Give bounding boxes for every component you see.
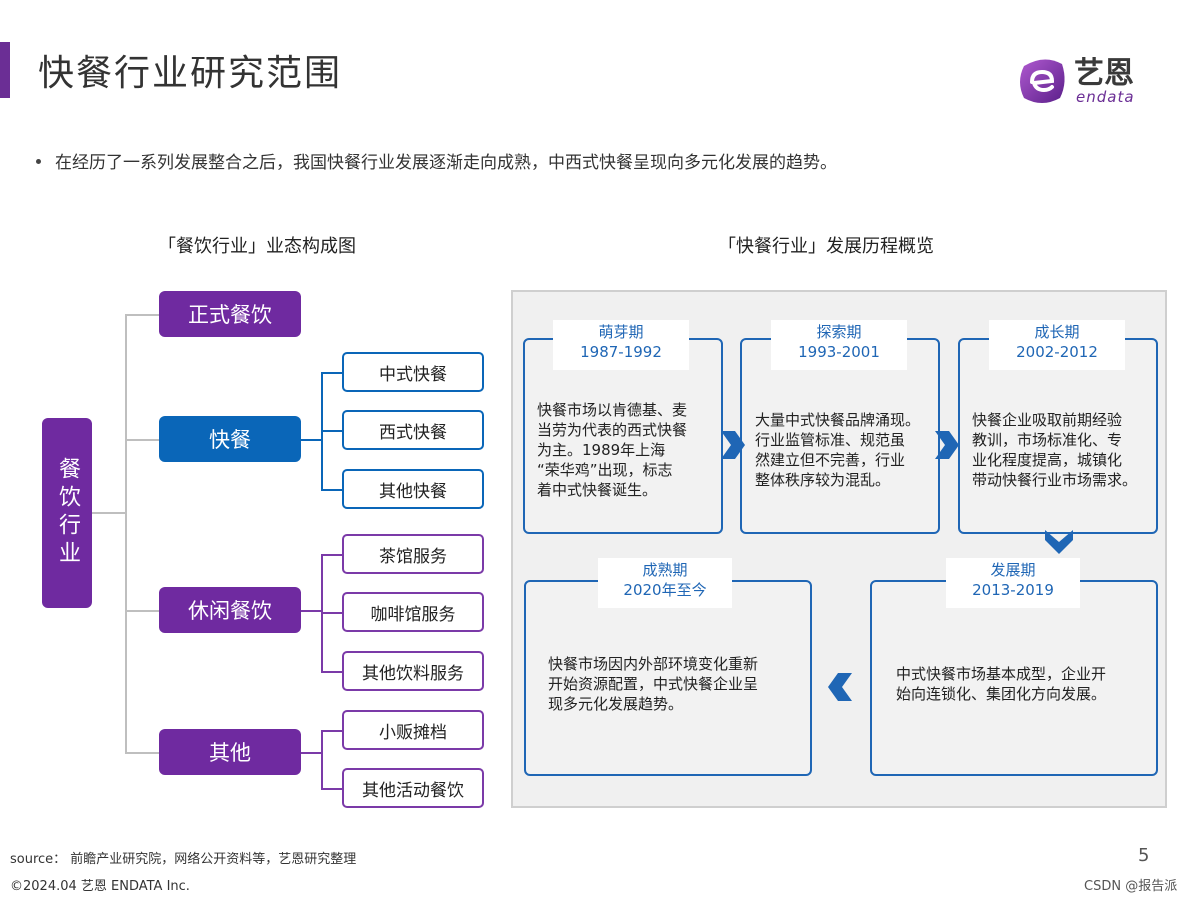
stage-line: 当劳为代表的西式快餐 (537, 421, 688, 439)
chevron-right-icon (721, 431, 745, 459)
stage-line: 快餐市场因内外部环境变化重新 (548, 655, 759, 673)
stage-years: 2013-2019 (972, 581, 1054, 599)
sub-line-3a (321, 554, 342, 556)
stage-box-growth (958, 338, 1158, 534)
stage-line: 为主。1989年上海 (537, 441, 666, 459)
page-title: 快餐行业研究范围 (38, 53, 343, 94)
sub-connector-4 (301, 752, 322, 754)
branch-line-3 (125, 610, 159, 612)
sub-line-2c (321, 489, 342, 491)
page-number: 5 (1138, 845, 1150, 866)
stage-text-growth: 快餐企业吸取前期经验 教训，市场标准化、专 业化程度提高，城镇化 带动快餐行业市… (972, 410, 1137, 490)
stage-line: 大量中式快餐品牌涌现。 (755, 411, 921, 429)
sub-line-2b (321, 430, 342, 432)
stage-line: 着中式快餐诞生。 (537, 481, 658, 499)
logo-word: 艺恩 (1074, 56, 1134, 91)
stage-text-maturity: 快餐市场因内外部环境变化重新 开始资源配置，中式快餐企业呈 现多元化发展趋势。 (548, 654, 758, 714)
stage-name: 探索期 (816, 323, 862, 341)
stage-line: 业化程度提高，城镇化 (972, 451, 1123, 469)
stage-line: 中式快餐市场基本成型，企业开 (896, 665, 1107, 683)
stage-box-sprouting (523, 338, 723, 534)
sub-line-3b (321, 612, 342, 614)
stage-years: 1987-1992 (580, 343, 662, 361)
leaf-western-fast-food: 西式快餐 (342, 410, 484, 450)
category-fast-food: 快餐 (159, 416, 301, 462)
stage-text-exploration: 大量中式快餐品牌涌现。 行业监管标准、规范虽 然建立但不完善，行业 整体秩序较为… (755, 410, 920, 490)
category-formal-dining: 正式餐饮 (159, 291, 301, 337)
stage-line: 快餐市场以肯德基、麦 (537, 401, 688, 419)
stage-line: 行业监管标准、规范虽 (755, 431, 906, 449)
leaf-other-beverage: 其他饮料服务 (342, 651, 484, 691)
leaf-cafe: 咖啡馆服务 (342, 592, 484, 632)
stage-label-growth: 成长期 2002-2012 (989, 320, 1125, 370)
title-accent-bar (0, 42, 10, 98)
stage-name: 萌芽期 (598, 323, 644, 341)
stage-line: 开始资源配置，中式快餐企业呈 (548, 675, 759, 693)
stage-box-maturity (524, 580, 812, 776)
stage-text-sprouting: 快餐市场以肯德基、麦 当劳为代表的西式快餐 为主。1989年上海 “荣华鸡”出现… (537, 400, 687, 500)
stage-line: 现多元化发展趋势。 (548, 695, 684, 713)
stage-label-exploration: 探索期 1993-2001 (771, 320, 907, 370)
stage-label-development: 发展期 2013-2019 (946, 558, 1080, 608)
stage-name: 成熟期 (642, 561, 688, 579)
watermark: CSDN @报告派 (1084, 879, 1178, 894)
chevron-right-icon (935, 431, 959, 459)
leaf-street-stall: 小贩摊档 (342, 710, 484, 750)
sub-line-2a (321, 372, 342, 374)
leaf-teahouse: 茶馆服务 (342, 534, 484, 574)
copyright: ©2024.04 艺恩 ENDATA Inc. (10, 879, 190, 894)
stage-line: 带动快餐行业市场需求。 (972, 471, 1138, 489)
stage-line: 整体秩序较为混乱。 (755, 471, 891, 489)
stage-years: 2002-2012 (1016, 343, 1098, 361)
logo-sub: endata (1076, 88, 1135, 106)
sub-connector-2 (301, 439, 322, 441)
sub-line-3c (321, 671, 342, 673)
intro-bullet: 在经历了一系列发展整合之后，我国快餐行业发展逐渐走向成熟，中西式快餐呈现向多元化… (36, 148, 837, 173)
stage-years: 1993-2001 (798, 343, 880, 361)
main-trunk-line (125, 314, 127, 753)
stage-text-development: 中式快餐市场基本成型，企业开 始向连锁化、集团化方向发展。 (896, 664, 1106, 704)
chevron-left-icon (828, 673, 852, 701)
stage-name: 成长期 (1034, 323, 1080, 341)
branch-line-2 (125, 439, 159, 441)
bullet-dot-icon (36, 158, 41, 164)
stage-line: 始向连锁化、集团化方向发展。 (896, 685, 1107, 703)
branch-line-4 (125, 752, 159, 754)
stage-name: 发展期 (990, 561, 1036, 579)
sub-line-4a (321, 730, 342, 732)
root-connector (92, 512, 126, 514)
sub-trunk-4 (321, 730, 323, 789)
stage-line: 教训，市场标准化、专 (972, 431, 1123, 449)
leaf-other-event-catering: 其他活动餐饮 (342, 768, 484, 808)
branch-line-1 (125, 314, 159, 316)
stage-line: 然建立但不完善，行业 (755, 451, 906, 469)
endata-logo: 艺恩 endata (1014, 48, 1164, 108)
right-diagram-title: 「快餐行业」发展历程概览 (718, 236, 934, 257)
sub-line-4b (321, 788, 342, 790)
category-casual-dining: 休闲餐饮 (159, 587, 301, 633)
endata-logo-icon (1020, 59, 1065, 103)
stage-line: “荣华鸡”出现，标志 (537, 461, 673, 479)
stage-label-maturity: 成熟期 2020年至今 (598, 558, 732, 608)
leaf-chinese-fast-food: 中式快餐 (342, 352, 484, 392)
left-diagram-title: 「餐饮行业」业态构成图 (158, 236, 356, 257)
root-node: 餐饮行业 (42, 418, 92, 608)
source-note: source： 前瞻产业研究院，网络公开资料等，艺恩研究整理 (10, 852, 357, 867)
stage-label-sprouting: 萌芽期 1987-1992 (553, 320, 689, 370)
stage-box-development (870, 580, 1158, 776)
sub-connector-3 (301, 610, 322, 612)
leaf-other-fast-food: 其他快餐 (342, 469, 484, 509)
intro-text: 在经历了一系列发展整合之后，我国快餐行业发展逐渐走向成熟，中西式快餐呈现向多元化… (55, 153, 837, 173)
category-other: 其他 (159, 729, 301, 775)
chevron-down-icon (1045, 530, 1073, 554)
stage-years: 2020年至今 (623, 581, 707, 599)
stage-line: 快餐企业吸取前期经验 (972, 411, 1123, 429)
